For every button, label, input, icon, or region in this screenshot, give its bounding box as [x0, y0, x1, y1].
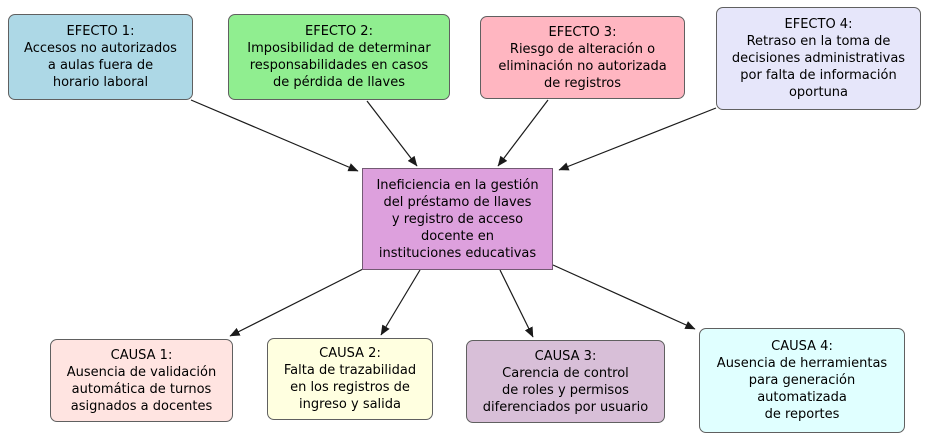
effect-3-box: EFECTO 3: Riesgo de alteración o elimina…	[480, 16, 685, 99]
effect-2-title: EFECTO 2:	[305, 24, 373, 39]
edge-center-to-cause-3	[499, 269, 534, 338]
edge-effect-1-to-center	[190, 99, 359, 172]
cause-3-text: Carencia de control de roles y permisos …	[482, 365, 649, 415]
effect-4-text: Retraso en la toma de decisiones adminis…	[731, 34, 906, 100]
effect-3-text: Riesgo de alteración o eliminación no au…	[498, 41, 667, 91]
effect-4-title: EFECTO 4:	[784, 17, 853, 32]
effect-1-text: Accesos no autorizados a aulas fuera de …	[24, 41, 177, 90]
cause-3-title: CAUSA 3:	[534, 348, 597, 364]
effect-4-box: EFECTO 4: Retraso en la toma de decision…	[716, 7, 921, 110]
effect-2-text: Imposibilidad de determinar responsabili…	[247, 41, 431, 90]
edge-center-to-cause-1	[229, 268, 364, 337]
edge-center-to-cause-4	[552, 264, 696, 330]
cause-4-title: CAUSA 4:	[771, 339, 833, 354]
effect-1-box: EFECTO 1: Accesos no autorizados a aulas…	[8, 14, 193, 100]
cause-4-text: Ausencia de herramientas para generación…	[716, 356, 888, 422]
central-problem-text: Ineficiencia en la gestión del préstamo …	[376, 177, 539, 261]
edge-effect-3-to-center	[497, 99, 549, 167]
cause-2-box: CAUSA 2: Falta de trazabilidad en los re…	[267, 338, 433, 420]
central-problem-box: Ineficiencia en la gestión del préstamo …	[362, 168, 553, 270]
effect-3-title: EFECTO 3:	[548, 24, 617, 40]
effect-1-title: EFECTO 1:	[66, 24, 135, 39]
cause-3-box: CAUSA 3: Carencia de control de roles y …	[466, 340, 665, 423]
cause-1-text: Ausencia de validación automática de tur…	[66, 364, 217, 414]
edge-center-to-cause-2	[380, 269, 421, 336]
cause-2-title: CAUSA 2:	[319, 346, 381, 361]
edge-effect-2-to-center	[366, 100, 418, 167]
effect-2-box: EFECTO 2: Imposibilidad de determinar re…	[228, 14, 450, 100]
cause-1-box: CAUSA 1: Ausencia de validación automáti…	[50, 339, 233, 422]
cause-1-title: CAUSA 1:	[110, 347, 173, 363]
cause-2-text: Falta de trazabilidad en los registros d…	[283, 363, 417, 412]
edge-effect-4-to-center	[558, 107, 717, 171]
cause-4-box: CAUSA 4: Ausencia de herramientas para g…	[699, 328, 905, 433]
